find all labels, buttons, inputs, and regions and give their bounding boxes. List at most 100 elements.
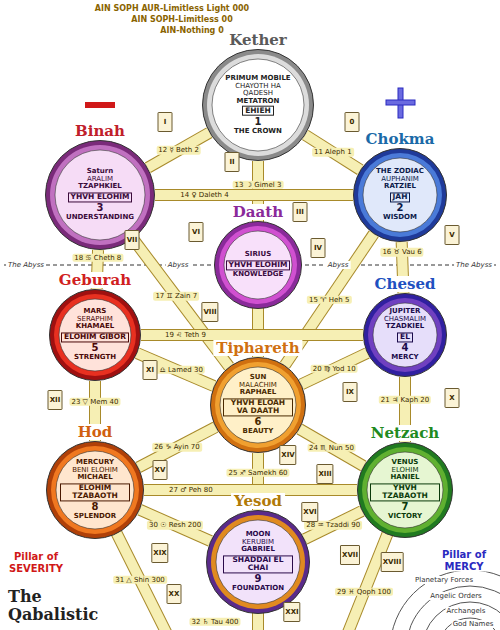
sephira-circle: MOONKERUBIMGABRIELSHADDAI EL CHAI9FOUNDA…: [206, 510, 310, 614]
sephira-circle: MARSSERAPHIMKHAMAELELOHIM GIBOR5STRENGTH…: [49, 289, 141, 381]
middle-ring: [51, 446, 139, 534]
path-band-edge: [140, 510, 211, 541]
path-band-fill: [300, 429, 364, 466]
middle-ring: [358, 153, 442, 237]
path-band: [300, 429, 364, 466]
middle-ring: [54, 294, 136, 376]
legend-ring: [390, 570, 500, 630]
outer-ring: [50, 290, 141, 381]
path-label: 15 ♈ Heh 5: [307, 295, 351, 303]
tarot-card: VII: [125, 230, 140, 250]
path-band-edge: [137, 353, 214, 386]
limitless-veil: AIN SOPH-Limitless 00: [129, 15, 234, 24]
abyss-label: Abyss: [326, 261, 351, 269]
sephira-attribute: RATZIEL: [384, 184, 416, 192]
sephira-number: 1: [255, 117, 262, 128]
legend-ring: [406, 586, 500, 630]
legend-entry: Angelic Orders: [429, 592, 482, 600]
tarot-card: XVI: [301, 502, 318, 522]
outer-ring: [358, 443, 453, 538]
tarot-card: XIX: [151, 543, 168, 563]
path-band-fill: [137, 353, 214, 386]
path-band-edge: [300, 429, 364, 466]
sephira-text-block: MOONKERUBIMGABRIELSHADDAI EL CHAI9FOUNDA…: [223, 531, 293, 592]
tarot-card: IX: [343, 382, 358, 402]
sephira-attribute: BENI ELOHIM: [72, 467, 118, 475]
sephira-attribute: STRENGTH: [74, 354, 116, 362]
path-label: 11 Aleph 1: [312, 148, 354, 156]
tarot-card: X: [445, 388, 460, 408]
sephira-attribute: METATRON: [237, 97, 280, 105]
sephira-attribute: JUPITER: [390, 308, 421, 316]
tarot-card: VIII: [201, 302, 218, 322]
path-label: 17 ♊ Zain 7: [153, 292, 199, 300]
sephira-attribute: CHAYOTH HA QADESH: [223, 82, 293, 97]
sephira-attribute: SPLENDOR: [74, 513, 116, 521]
inner-disc: [59, 299, 131, 371]
sephira-attribute: YHVH TZABAOTH: [370, 483, 440, 501]
path-label: 32 ♄ Tau 400: [189, 618, 240, 626]
path-band-edge: [148, 133, 210, 168]
sephira-text-block: SaturnARALIMTZAPHKIELYHVH ELOHIM3UNDERST…: [65, 168, 135, 221]
path-label: 23 ▽ Mem 40: [69, 398, 120, 406]
sephira-attribute: SHADDAI EL CHAI: [223, 555, 293, 573]
outer-ring: [354, 149, 447, 242]
outer-ring: [215, 222, 302, 309]
abyss-label: Abyss: [166, 261, 191, 269]
sephira-number: 9: [255, 574, 262, 585]
path-label: 26 ♑ Ayin 70: [152, 443, 202, 451]
sephira-text-block: VENUSELOHIMHANIELYHVH TZABAOTH7VICTORY: [370, 459, 440, 520]
sephira-number: 2: [397, 203, 404, 214]
sephira-attribute: MALACHIM: [239, 382, 277, 390]
tarot-card: 0: [345, 112, 360, 132]
path-band: [305, 135, 360, 170]
outer-ring: [207, 511, 310, 614]
sephira-name: Yesod: [231, 493, 285, 510]
sephira-attribute: ELOHIM TZABAOTH: [60, 483, 130, 501]
sephira-attribute: PRIMUM MOBILE: [225, 75, 290, 83]
sephira-name: Netzach: [368, 425, 442, 442]
sephira-text-block: THE ZODIACAUPHANIMRATZIELJAH2WISDOM: [365, 168, 435, 221]
outer-ring: [47, 442, 144, 539]
path-band: [140, 510, 211, 541]
sephira-name: Chokma: [363, 131, 438, 148]
path-label: 12 ☿ Beth 2: [156, 146, 201, 154]
sephira-number: 7: [402, 502, 409, 513]
inner-disc: [363, 158, 437, 232]
pillar-label: Pillar of MERCY: [432, 549, 496, 572]
outer-ring: [364, 294, 447, 377]
sephira-text-block: JUPITERCHASMALIMTZADKIELEL4MERCY: [370, 308, 440, 361]
sephira-attribute: YHVH ELOHIM: [68, 192, 133, 202]
sephira-attribute: KERUBIM: [242, 539, 274, 547]
path-label: 24 ♏ Nun 50: [307, 443, 356, 451]
path-band-edge: [155, 189, 353, 201]
path-label: 18 ♋ Cheth 8: [72, 254, 123, 262]
sephira-attribute: AUPHANIM: [381, 176, 419, 184]
sephira-attribute: MERCURY: [76, 459, 114, 467]
sephira-text-block: SIRIUSYHVH ELOHIMKNOWLEDGE: [223, 251, 293, 278]
sephira-circle: JUPITERCHASMALIMTZADKIELEL4MERCYChesed: [363, 293, 447, 377]
path-band-fill: [155, 190, 353, 200]
path-band-edge: [301, 353, 367, 384]
path-band-edge: [138, 427, 215, 467]
tarot-card: III: [293, 202, 308, 222]
tarot-card: XXI: [283, 602, 300, 622]
offpage-path: [95, 490, 405, 630]
middle-ring: [362, 447, 448, 533]
sephira-attribute: SIRIUS: [245, 251, 271, 259]
outer-ring: [46, 141, 155, 250]
abyss-label: The Abyss: [6, 261, 46, 269]
sephira-circle: THE ZODIACAUPHANIMRATZIELJAH2WISDOMChokm…: [353, 148, 447, 242]
legend-ring: [422, 602, 500, 630]
sephira-attribute: ARALIM: [87, 176, 113, 184]
sephira-attribute: TZAPHKIEL: [78, 184, 122, 192]
inner-disc: [56, 451, 134, 529]
sephira-attribute: ELOHIM GIBOR: [61, 332, 129, 342]
path-band: [137, 353, 214, 386]
tarot-card: XII: [48, 390, 63, 410]
sephira-attribute: VENUS: [392, 459, 419, 467]
outer-ring: [211, 358, 306, 453]
sephira-attribute: EHIEH: [242, 106, 274, 116]
inner-disc: [220, 367, 296, 443]
tarot-card: VI: [189, 222, 204, 242]
